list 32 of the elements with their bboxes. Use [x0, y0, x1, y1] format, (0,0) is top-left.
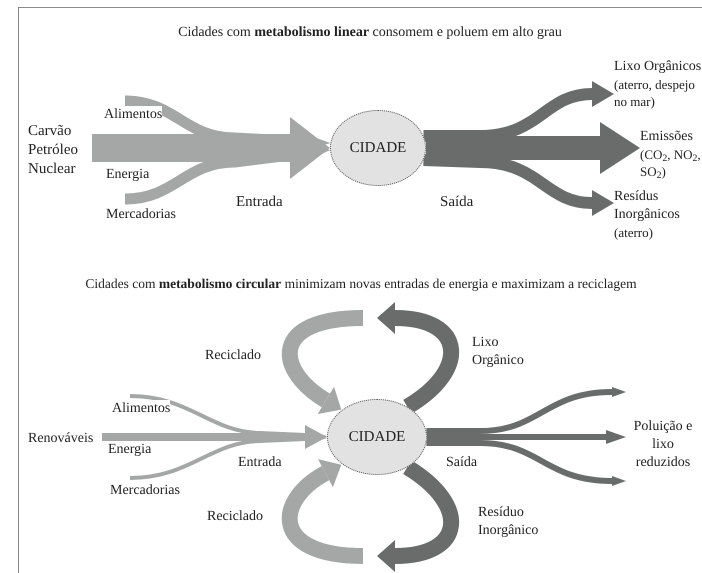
node-label: Renováveis	[28, 430, 94, 448]
node-label: CIDADE	[350, 138, 406, 158]
node-label: Emissões	[640, 128, 694, 146]
flow-label: Saída	[446, 454, 478, 472]
node-label: Lixo Orgânicos	[614, 58, 702, 76]
node-label: CIDADE	[348, 428, 406, 447]
node-note: (aterro)	[614, 224, 654, 241]
city-ellipse	[327, 399, 427, 475]
flow-arrow	[377, 302, 459, 414]
flow-label: Entrada	[236, 193, 283, 212]
flow-label: Entrada	[238, 454, 282, 472]
flow-arrow	[282, 460, 364, 564]
flow-arrow	[377, 460, 459, 572]
flow-arrow	[102, 425, 327, 449]
flow-arrow	[282, 310, 364, 414]
flow-arrow	[426, 122, 640, 174]
section-heading: Cidades com metabolismo circular minimizam novas entradas de energia e maximizam a reciclagem	[84, 275, 638, 293]
node-label: Poluição e lixo reduzidos	[632, 418, 694, 472]
node-label: Resídus Inorgânicos	[614, 188, 681, 224]
edge-label: Energia	[106, 166, 150, 184]
node-label: Carvão Petróleo Nuclear	[28, 122, 79, 179]
flow-label: Saída	[440, 193, 474, 212]
flow-arrow	[423, 154, 614, 216]
edge-label: Energia	[108, 441, 152, 459]
section-heading: Cidades com metabolismo linear consomem e poluem em alto grau	[177, 24, 563, 42]
flow-arrow	[424, 81, 614, 142]
flow-arrow	[426, 387, 626, 434]
flow-arrow	[427, 430, 626, 444]
flow-arrow	[92, 117, 330, 179]
flow-arrow	[426, 440, 626, 486]
node-note: (CO$_{2}$, NO$_{2}$, SO$_{2}$)	[640, 146, 702, 180]
node-note: (aterro, despejo no mar)	[614, 76, 696, 110]
